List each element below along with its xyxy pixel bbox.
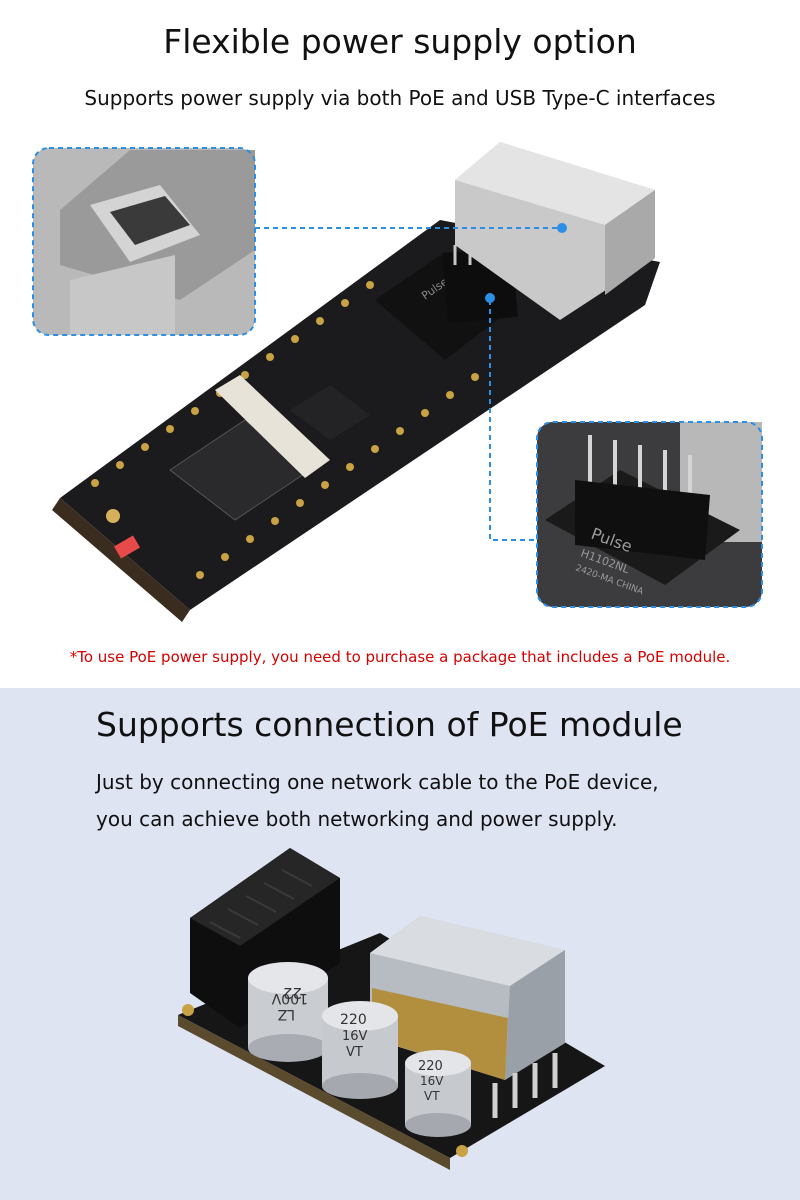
poe-ethernet-jack <box>370 916 565 1080</box>
board-illustration: Pulse <box>32 142 763 622</box>
section-description: Just by connecting one network cable to … <box>96 764 659 838</box>
inset-usb-c <box>32 147 256 336</box>
capacitor-3: 220 16V VT <box>405 1050 471 1137</box>
mount-hole-1 <box>182 1004 194 1016</box>
cap2-text3: VT <box>346 1045 363 1060</box>
callout-dot-2 <box>485 293 495 303</box>
capacitor-1: 22 100V LZ <box>248 962 328 1062</box>
section-title: Flexible power supply option <box>163 22 637 61</box>
inset-transformer: Pulse H1102NL 2420-MA CHINA <box>536 421 763 608</box>
description-line-2: you can achieve both networking and powe… <box>96 807 618 831</box>
cap1-text1: 22 <box>283 984 302 1002</box>
section-subtitle: Supports power supply via both PoE and U… <box>84 86 716 110</box>
cap2-text1: 220 <box>340 1012 367 1028</box>
main-board: Pulse <box>52 142 660 622</box>
cap1-text2: 100V <box>271 990 308 1006</box>
section-power-supply: Flexible power supply option Supports po… <box>32 22 763 666</box>
cap2-text2: 16V <box>342 1029 368 1044</box>
capacitor-2: 220 16V VT <box>322 1001 398 1099</box>
cap3-text3: VT <box>424 1089 440 1103</box>
poe-module-illustration: 22 100V LZ 220 16V VT 220 16V VT <box>178 848 605 1170</box>
cap1-text3: LZ <box>278 1006 295 1022</box>
cap3-text1: 220 <box>418 1059 443 1074</box>
section-title-poe: Supports connection of PoE module <box>96 705 683 744</box>
callout-lines <box>255 227 560 541</box>
callout-dot-1 <box>557 223 567 233</box>
mount-hole-2 <box>456 1145 468 1157</box>
purchase-note: *To use PoE power supply, you need to pu… <box>69 648 731 666</box>
poe-pins <box>492 1053 558 1118</box>
cap3-text2: 16V <box>420 1074 444 1088</box>
section-poe-module: Supports connection of PoE module Just b… <box>0 688 800 1200</box>
description-line-1: Just by connecting one network cable to … <box>96 770 659 794</box>
